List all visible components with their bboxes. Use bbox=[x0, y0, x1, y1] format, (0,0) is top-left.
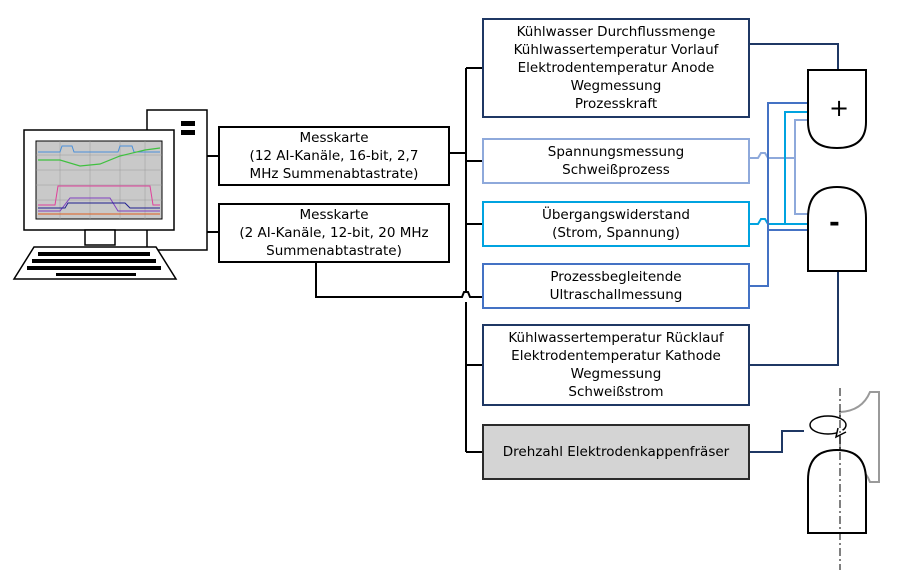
sensor-5-line-4: Schweißstrom bbox=[568, 384, 664, 400]
sensor-4-line-2: Ultraschallmessung bbox=[549, 287, 683, 303]
card-1-line-2: (12 AI-Kanäle, 16-bit, 2,7 bbox=[249, 148, 419, 164]
sensor-1-line-1: Kühlwasser Durchflussmenge bbox=[516, 24, 716, 40]
sensor-box-voltage: Spannungsmessung Schweißprozess bbox=[482, 138, 750, 184]
sensor-5-line-3: Wegmessung bbox=[570, 366, 662, 382]
card-2-line-2: (2 AI-Kanäle, 12-bit, 20 MHz bbox=[239, 225, 429, 241]
sensor-5-line-2: Elektrodentemperatur Kathode bbox=[511, 348, 721, 364]
card-1-line-3: MHz Summenabtastrate) bbox=[249, 166, 419, 182]
card-2-line-3: Summenabtastrate) bbox=[266, 243, 402, 259]
monitor-stand bbox=[84, 229, 116, 246]
sensor-box-cathode: Kühlwassertemperatur Rücklauf Elektroden… bbox=[482, 324, 750, 406]
sensor-1-line-2: Kühlwassertemperatur Vorlauf bbox=[513, 42, 719, 58]
card-2-line-1: Messkarte bbox=[299, 207, 369, 223]
cathode-electrode bbox=[807, 185, 867, 272]
sensor-6-line-1: Drehzahl Elektrodenkappenfräser bbox=[502, 444, 730, 460]
sensor-5-line-1: Kühlwassertemperatur Rücklauf bbox=[508, 330, 724, 346]
sensor-1-line-4: Wegmessung bbox=[570, 78, 662, 94]
sensor-box-anode: Kühlwasser Durchflussmenge Kühlwassertem… bbox=[482, 18, 750, 118]
tip-dresser-icon bbox=[807, 388, 880, 570]
sensor-4-line-1: Prozessbegleitende bbox=[550, 269, 682, 285]
anode-electrode bbox=[807, 69, 867, 150]
sensor-box-resistance: Übergangswiderstand (Strom, Spannung) bbox=[482, 201, 750, 247]
card-1-line-1: Messkarte bbox=[299, 130, 369, 146]
sensor-2-line-1: Spannungsmessung bbox=[547, 144, 685, 160]
sensor-3-line-1: Übergangswiderstand bbox=[541, 207, 690, 223]
sensor-2-line-2: Schweißprozess bbox=[562, 162, 670, 178]
sensor-3-line-2: (Strom, Spannung) bbox=[552, 225, 680, 241]
sensor-box-tip-dresser: Drehzahl Elektrodenkappenfräser bbox=[482, 424, 750, 480]
measurement-card-2: Messkarte (2 AI-Kanäle, 12-bit, 20 MHz S… bbox=[218, 203, 450, 263]
sensor-1-line-3: Elektrodentemperatur Anode bbox=[517, 60, 715, 76]
electrode-cap bbox=[807, 448, 867, 534]
monitor-screen bbox=[35, 140, 163, 220]
sensor-box-ultrasound: Prozessbegleitende Ultraschallmessung bbox=[482, 263, 750, 309]
anode-symbol: + bbox=[829, 94, 850, 122]
cathode-symbol: - bbox=[829, 208, 840, 238]
measurement-card-1: Messkarte (12 AI-Kanäle, 16-bit, 2,7 MHz… bbox=[218, 126, 450, 186]
sensor-1-line-5: Prozesskraft bbox=[574, 96, 658, 112]
